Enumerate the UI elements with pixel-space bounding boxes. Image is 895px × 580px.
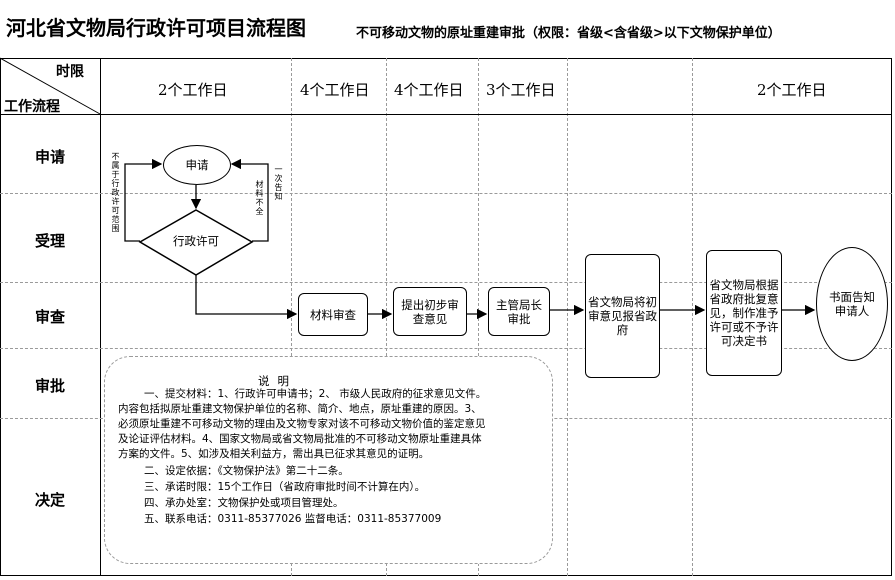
workflow-header: 工作流程 (4, 99, 60, 115)
grid-line (567, 58, 568, 576)
grid-line (0, 348, 892, 349)
explanation-line: 方案的文件。5、如涉及相关利益方，需出具已征求其意见的证明。 (118, 448, 430, 460)
grid-line (692, 58, 693, 576)
period-label: 3个工作日 (486, 81, 556, 99)
row-label-review: 审查 (34, 308, 65, 326)
notify-once-note: 一次告知 (274, 165, 283, 201)
apply-node: 申请 (163, 145, 231, 185)
explanation-line: 四、承办处室：文物保护处或项目管理处。 (144, 497, 344, 509)
admin-permit-node: 行政许可 (173, 234, 219, 248)
time-limit-header: 时限 (56, 64, 84, 80)
grid-line (0, 282, 892, 283)
period-label: 4个工作日 (394, 81, 464, 99)
explanation-line: 必须原址重建不可移动文物的理由及文物专家对该不可移动文物价值的鉴定意见 (118, 418, 486, 430)
material-review-node: 材料审查 (298, 293, 368, 336)
row-label-accept: 受理 (34, 232, 65, 250)
period-label: 2个工作日 (158, 81, 228, 99)
grid-line (100, 58, 101, 576)
grid-line (0, 193, 892, 194)
explanation-box (104, 356, 553, 564)
explanation-line: 二、设定依据：《文物保护法》第二十二条。 (144, 465, 349, 477)
explanation-line: 内容包括拟原址重建文物保护单位的名称、简介、地点，原址重建的原因。3、 (118, 403, 482, 415)
page-subtitle: 不可移动文物的原址重建审批（权限：省级<含省级>以下文物保护单位） (356, 26, 781, 41)
decision-node: 省文物局根据省政府批复意见，制作准予许可或不予许可决定书 (706, 250, 782, 376)
period-label: 4个工作日 (300, 81, 370, 99)
notify-node: 书面告知申请人 (816, 247, 888, 361)
page-title: 河北省文物局行政许可项目流程图 (6, 16, 306, 40)
grid-line (0, 114, 892, 115)
initial-opinion-node: 提出初步审查意见 (393, 287, 467, 336)
provincial-report-node: 省文物局将初审意见报省政府 (585, 254, 660, 378)
out-of-scope-note: 不属于行政许可范围 (111, 152, 120, 233)
incomplete-materials-note: 材料不全 (255, 180, 264, 216)
explanation-line: 及论证评估材料。4、国家文物局或省文物局批准的不可移动文物原址重建具体 (118, 433, 482, 445)
explanation-line: 三、承诺时限：15个工作日（省政府审批时间不计算在内）。 (144, 481, 426, 493)
row-label-approve: 审批 (34, 377, 65, 395)
explanation-title: 说明 (258, 374, 297, 388)
explanation-line: 一、提交材料：1、行政许可申请书；2、 市级人民政府的征求意见文件。 (144, 388, 487, 400)
explanation-line: 五、联系电话：0311-85377026 监督电话：0311-85377009 (144, 513, 442, 525)
period-label: 2个工作日 (757, 81, 827, 99)
chief-approval-node: 主管局长审批 (488, 287, 550, 336)
row-label-decide: 决定 (34, 491, 65, 509)
flowchart-frame (0, 58, 892, 576)
row-label-apply: 申请 (34, 148, 65, 166)
